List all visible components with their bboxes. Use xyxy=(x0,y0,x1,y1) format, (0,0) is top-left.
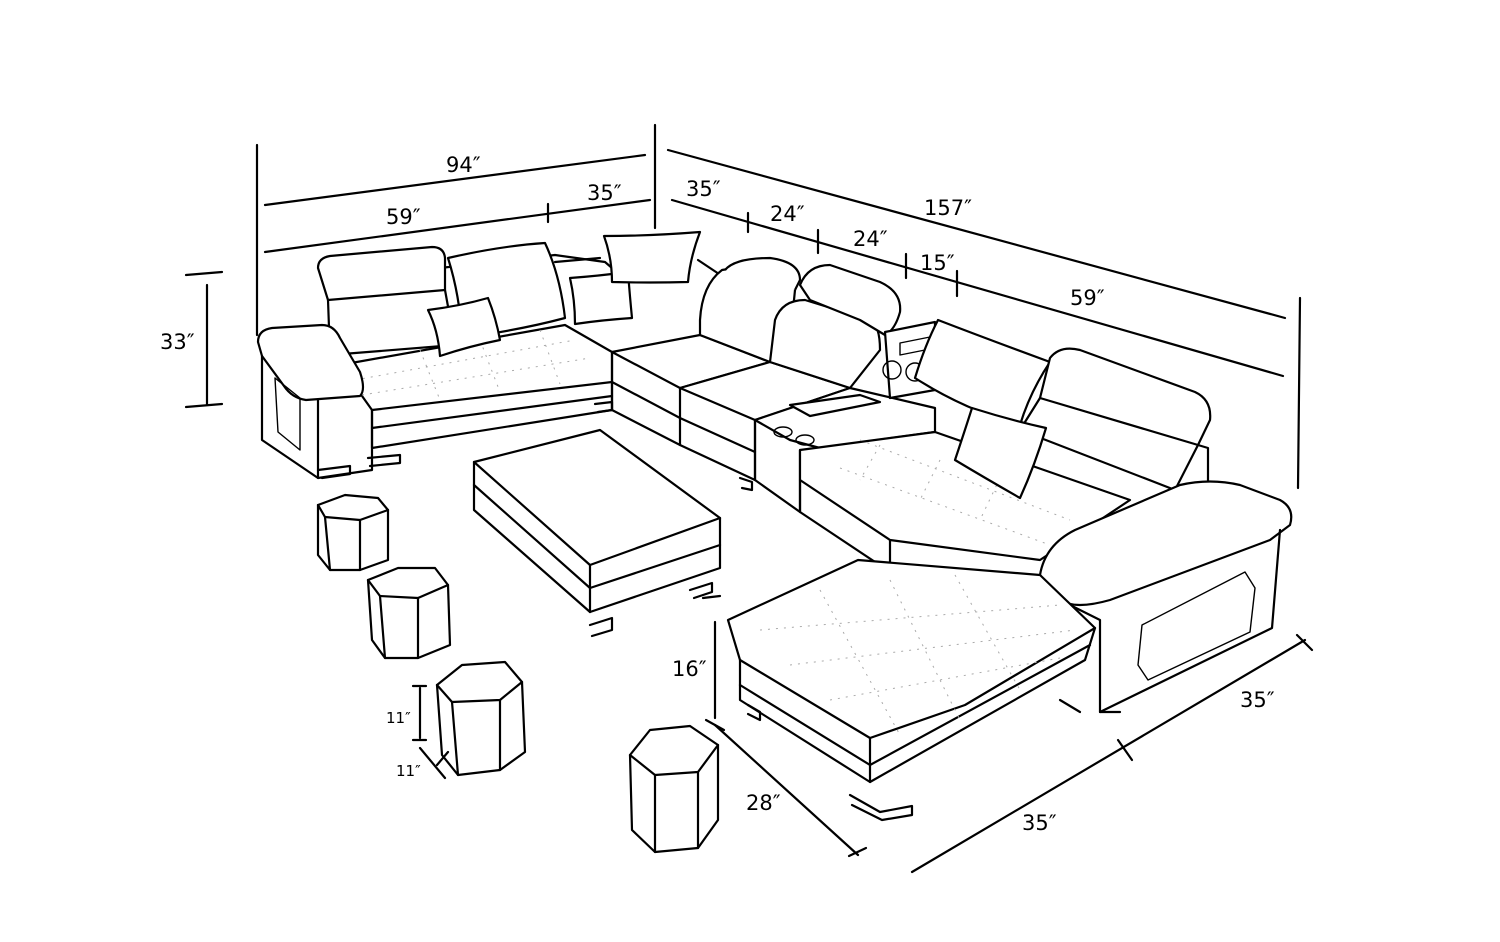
dim-chaise-depth: 28″ xyxy=(746,791,781,815)
ottoman-2 xyxy=(366,566,452,660)
dim-console-c: 15″ xyxy=(920,251,955,275)
dim-ottoman-height: 11″ xyxy=(386,709,411,727)
ottoman-4 xyxy=(628,724,720,854)
dim-top-right-seat: 59″ xyxy=(1070,286,1105,310)
ottoman-3 xyxy=(435,660,527,777)
dim-console-a: 24″ xyxy=(770,202,805,226)
right-sofa-section xyxy=(726,318,1293,822)
left-sofa-section xyxy=(256,230,702,480)
dim-chaise-width: 35″ xyxy=(1022,811,1057,835)
dimension-lines xyxy=(184,123,1314,874)
dimension-labels: 94″ 59″ 35″ 35″ 24″ 24″ 15″ 157″ 59″ 33″… xyxy=(160,153,1275,835)
dim-top-left-seat: 59″ xyxy=(386,205,421,229)
dim-seat-height: 16″ xyxy=(672,657,707,681)
dim-console-b: 24″ xyxy=(853,227,888,251)
dim-top-left-total: 94″ xyxy=(446,153,481,177)
dim-top-left-corner: 35″ xyxy=(587,181,622,205)
dim-right-depth: 35″ xyxy=(1240,688,1275,712)
dim-height: 33″ xyxy=(160,330,195,354)
dim-ottoman-width: 11″ xyxy=(396,762,421,780)
ottoman-1 xyxy=(316,493,390,572)
dim-top-right-corner: 35″ xyxy=(686,177,721,201)
coffee-table xyxy=(472,428,722,638)
dim-top-right-total: 157″ xyxy=(924,196,972,220)
